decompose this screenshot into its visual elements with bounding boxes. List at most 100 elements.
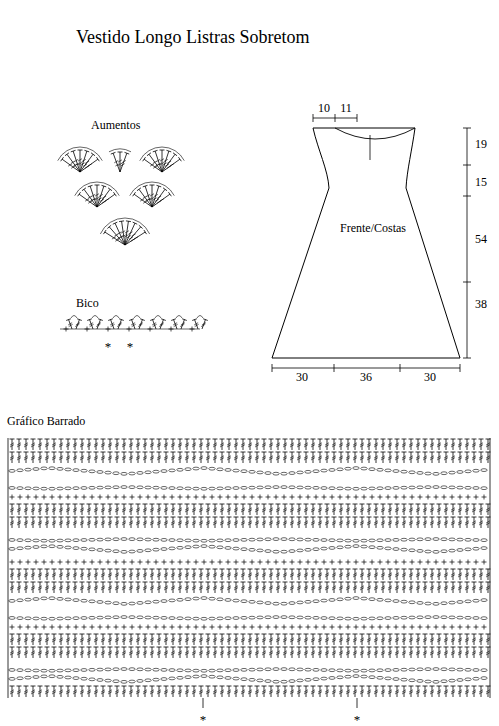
dimension-tick bbox=[335, 114, 336, 122]
treble-stitch bbox=[269, 575, 273, 577]
treble-stitch bbox=[45, 575, 49, 577]
treble-stitch bbox=[171, 517, 176, 518]
treble-stitch bbox=[17, 569, 22, 570]
treble-stitch bbox=[199, 517, 204, 518]
single-crochet bbox=[196, 560, 197, 565]
treble-stitch bbox=[143, 575, 147, 577]
treble-stitch bbox=[121, 231, 125, 233]
treble-stitch bbox=[59, 510, 63, 512]
treble-stitch bbox=[192, 575, 196, 577]
chain-stitch bbox=[201, 487, 207, 490]
treble-stitch bbox=[241, 575, 245, 577]
chain-stitch bbox=[465, 486, 471, 489]
treble-stitch bbox=[409, 504, 414, 505]
single-crochet bbox=[180, 560, 181, 565]
treble-stitch bbox=[94, 458, 98, 460]
treble-stitch bbox=[66, 452, 71, 453]
treble-stitch bbox=[115, 445, 119, 447]
single-crochet bbox=[292, 495, 293, 500]
chain-stitch bbox=[369, 546, 375, 549]
chain-stitch bbox=[273, 538, 279, 541]
single-crochet bbox=[68, 560, 69, 565]
treble-stitch bbox=[325, 504, 330, 505]
treble-stitch bbox=[76, 323, 80, 325]
treble-stitch bbox=[164, 510, 168, 512]
treble-stitch bbox=[114, 160, 118, 162]
treble-stitch bbox=[290, 523, 294, 525]
treble-stitch bbox=[423, 523, 427, 525]
treble-stitch bbox=[134, 237, 138, 239]
chain-stitch bbox=[177, 539, 183, 542]
treble-stitch bbox=[73, 523, 77, 525]
treble-stitch bbox=[227, 510, 231, 512]
chain-stitch bbox=[73, 547, 79, 550]
chain-stitch bbox=[177, 487, 183, 490]
treble-stitch bbox=[458, 452, 463, 453]
treble-stitch bbox=[283, 517, 288, 518]
chain-stitch bbox=[97, 538, 103, 541]
single-crochet bbox=[428, 495, 429, 500]
treble-stitch bbox=[430, 452, 435, 453]
single-crochet bbox=[372, 495, 373, 500]
single-crochet bbox=[468, 560, 469, 565]
treble-stitch bbox=[192, 445, 196, 447]
treble-stitch bbox=[423, 445, 427, 447]
treble-stitch bbox=[444, 517, 449, 518]
chain-stitch bbox=[345, 539, 351, 542]
single-crochet bbox=[324, 495, 325, 500]
treble-stitch bbox=[160, 150, 165, 151]
treble-stitch bbox=[85, 161, 89, 163]
treble-stitch bbox=[339, 510, 343, 512]
chain-stitch bbox=[17, 547, 23, 550]
treble-stitch bbox=[69, 324, 73, 326]
chain-stitch bbox=[217, 487, 223, 490]
treble-stitch bbox=[87, 569, 92, 570]
chain-stitch bbox=[89, 548, 95, 551]
chain-stitch bbox=[249, 486, 255, 489]
treble-stitch bbox=[125, 227, 141, 245]
treble-stitch bbox=[52, 517, 57, 518]
treble-stitch bbox=[444, 510, 448, 512]
treble-stitch bbox=[143, 452, 148, 453]
treble-stitch bbox=[276, 575, 280, 577]
treble-stitch bbox=[262, 523, 266, 525]
single-crochet bbox=[364, 560, 365, 565]
chain-stitch bbox=[169, 547, 175, 550]
treble-stitch bbox=[227, 575, 231, 577]
treble-stitch bbox=[133, 222, 138, 224]
treble-stitch bbox=[346, 504, 351, 505]
single-crochet bbox=[356, 560, 357, 565]
single-crochet bbox=[420, 560, 421, 565]
treble-stitch bbox=[122, 510, 126, 512]
chain-stitch bbox=[137, 486, 143, 489]
chain-stitch bbox=[113, 486, 119, 489]
treble-stitch bbox=[409, 439, 414, 440]
treble-stitch bbox=[220, 504, 225, 505]
treble-stitch bbox=[318, 458, 322, 460]
treble-stitch bbox=[423, 510, 427, 512]
treble-stitch bbox=[374, 523, 378, 525]
treble-stitch bbox=[31, 575, 35, 577]
chain-stitch bbox=[401, 548, 407, 551]
chain-stitch bbox=[241, 548, 247, 551]
treble-stitch bbox=[311, 517, 316, 518]
treble-stitch bbox=[73, 510, 77, 512]
chain-arc bbox=[140, 147, 185, 161]
treble-stitch bbox=[234, 458, 238, 460]
treble-stitch bbox=[171, 504, 176, 505]
treble-stitch bbox=[136, 569, 141, 570]
treble-stitch bbox=[297, 439, 302, 440]
single-crochet bbox=[340, 560, 341, 565]
dimension-tick bbox=[313, 114, 314, 122]
treble-stitch bbox=[220, 445, 224, 447]
chain-stitch bbox=[105, 549, 111, 552]
treble-stitch bbox=[167, 161, 171, 163]
chain-stitch bbox=[73, 487, 79, 490]
single-crochet bbox=[212, 560, 213, 565]
single-crochet bbox=[460, 560, 461, 565]
chain-stitch bbox=[233, 469, 239, 472]
treble-stitch bbox=[234, 504, 239, 505]
treble-stitch bbox=[178, 157, 181, 161]
treble-stitch bbox=[171, 510, 175, 512]
